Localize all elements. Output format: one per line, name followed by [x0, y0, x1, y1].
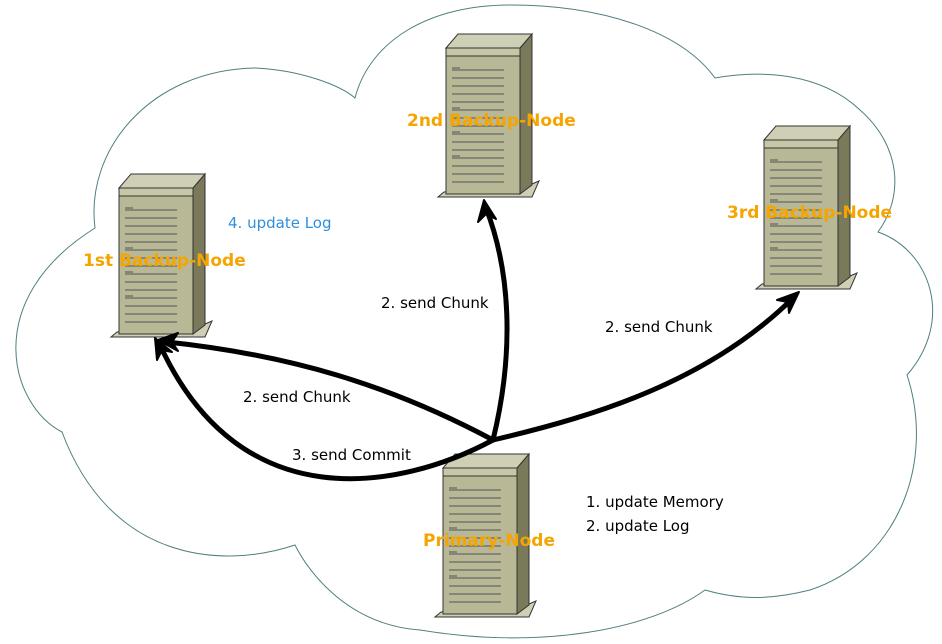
arrowhead-backup2	[477, 199, 497, 223]
edge-label-chunk-backup3: 2. send Chunk	[605, 318, 713, 336]
note-update-log-backup1: 4. update Log	[228, 214, 332, 232]
node-label-backup1: 1st Backup-Node	[83, 251, 246, 271]
edge-label-commit-backup1: 3. send Commit	[292, 446, 411, 464]
cloud-shape	[15, 4, 934, 639]
note-primary-update-memory: 1. update Memory	[586, 493, 724, 511]
arrowhead-backup1-chunk	[157, 332, 179, 352]
edge-label-chunk-backup1: 2. send Chunk	[243, 388, 351, 406]
arrow-chunk-to-backup2	[483, 205, 510, 443]
arrow-chunk-to-backup3	[490, 295, 796, 443]
edge-label-chunk-backup2: 2. send Chunk	[381, 294, 489, 312]
arrowhead-backup1-commit	[154, 337, 173, 361]
node-label-backup2: 2nd Backup-Node	[407, 111, 576, 131]
arrow-commit-to-backup1	[157, 342, 496, 482]
arrow-chunk-to-backup1	[164, 339, 496, 443]
note-primary-update-log: 2. update Log	[586, 517, 690, 535]
node-label-primary: Primary-Node	[423, 531, 555, 551]
arrowhead-backup3	[776, 291, 800, 314]
node-label-backup3: 3rd Backup-Node	[727, 203, 892, 223]
